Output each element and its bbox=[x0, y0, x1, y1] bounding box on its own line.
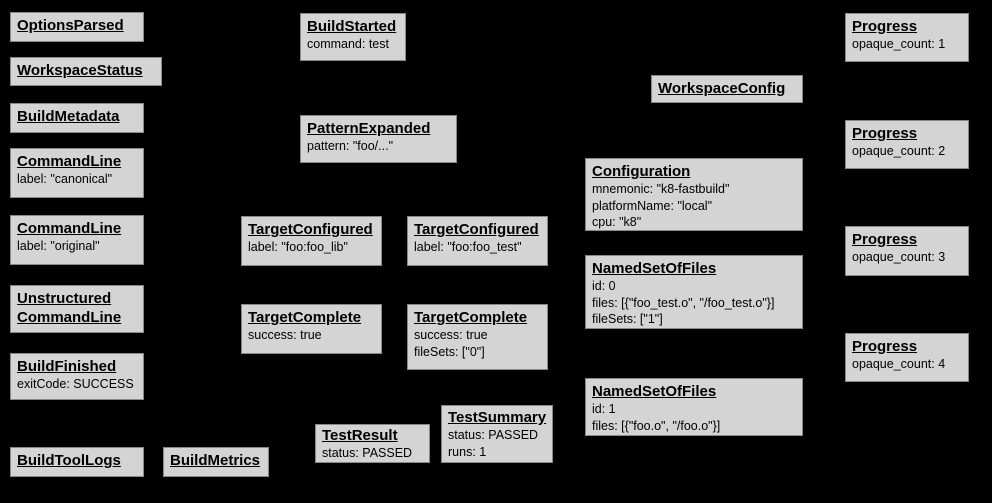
event-field: runs: 1 bbox=[448, 444, 487, 459]
event-field: opaque_count: 4 bbox=[852, 357, 946, 371]
event-progress-2: Progress opaque_count: 2 bbox=[845, 120, 969, 169]
event-field: opaque_count: 1 bbox=[852, 37, 946, 51]
event-target-complete-lib: TargetComplete success: true bbox=[241, 304, 382, 354]
event-progress-4: Progress opaque_count: 4 bbox=[845, 333, 969, 382]
event-field: success: true bbox=[414, 328, 488, 342]
event-field: id: 0 bbox=[592, 279, 616, 293]
event-title: Configuration bbox=[592, 163, 691, 180]
event-named-set-of-files-1: NamedSetOfFiles id: 1 files: [{"foo.o", … bbox=[585, 378, 803, 436]
event-title: TargetConfigured bbox=[248, 221, 373, 238]
event-field: opaque_count: 2 bbox=[852, 144, 946, 158]
event-progress-1: Progress opaque_count: 1 bbox=[845, 13, 969, 62]
event-field: label: "original" bbox=[17, 239, 100, 253]
event-field: mnemonic: "k8-fastbuild" bbox=[592, 182, 730, 196]
event-unstructured-command-line: Unstructured CommandLine bbox=[10, 285, 144, 333]
event-field: fileSets: ["0"] bbox=[414, 344, 485, 359]
event-title: WorkspaceConfig bbox=[658, 80, 786, 97]
event-title: PatternExpanded bbox=[307, 120, 431, 137]
event-title: BuildFinished bbox=[17, 358, 117, 375]
event-title: OptionsParsed bbox=[17, 17, 124, 34]
event-title: Unstructured bbox=[17, 290, 112, 307]
event-build-metadata: BuildMetadata bbox=[10, 103, 144, 133]
event-test-summary: TestSummary status: PASSED runs: 1 bbox=[441, 405, 553, 463]
event-field: status: PASSED bbox=[322, 446, 413, 460]
event-pattern-expanded: PatternExpanded pattern: "foo/..." bbox=[300, 115, 457, 163]
event-field: command: test bbox=[307, 37, 389, 51]
event-title: WorkspaceStatus bbox=[17, 62, 143, 79]
event-title: Progress bbox=[852, 338, 918, 355]
event-field: id: 1 bbox=[592, 402, 616, 416]
event-build-started: BuildStarted command: test bbox=[300, 13, 406, 61]
event-title: CommandLine bbox=[17, 309, 122, 326]
event-options-parsed: OptionsParsed bbox=[10, 12, 144, 42]
event-command-line-canonical: CommandLine label: "canonical" bbox=[10, 148, 144, 198]
event-field: label: "foo:foo_lib" bbox=[248, 240, 348, 254]
event-configuration: Configuration mnemonic: "k8-fastbuild" p… bbox=[585, 158, 803, 231]
event-target-configured-lib: TargetConfigured label: "foo:foo_lib" bbox=[241, 216, 382, 266]
event-build-tool-logs: BuildToolLogs bbox=[10, 447, 144, 477]
event-field: files: [{"foo_test.o", "/foo_test.o"}] bbox=[592, 295, 775, 310]
event-build-metrics: BuildMetrics bbox=[163, 447, 269, 477]
event-title: TargetComplete bbox=[248, 309, 362, 326]
event-workspace-config: WorkspaceConfig bbox=[651, 75, 803, 103]
event-title: NamedSetOfFiles bbox=[592, 260, 717, 277]
event-title: BuildMetadata bbox=[17, 108, 120, 125]
event-field: fileSets: ["1"] bbox=[592, 312, 663, 326]
event-field: success: true bbox=[248, 328, 322, 342]
event-field: platformName: "local" bbox=[592, 198, 713, 213]
event-field: files: [{"foo.o", "/foo.o"}] bbox=[592, 418, 721, 433]
event-title: BuildToolLogs bbox=[17, 452, 121, 469]
event-title: BuildStarted bbox=[307, 18, 397, 35]
event-command-line-original: CommandLine label: "original" bbox=[10, 215, 144, 265]
event-title: CommandLine bbox=[17, 153, 122, 170]
event-progress-3: Progress opaque_count: 3 bbox=[845, 226, 969, 276]
event-title: TargetComplete bbox=[414, 309, 528, 326]
event-target-configured-test: TargetConfigured label: "foo:foo_test" bbox=[407, 216, 548, 266]
event-title: TestSummary bbox=[448, 409, 547, 426]
event-field: status: PASSED bbox=[448, 428, 539, 442]
event-title: CommandLine bbox=[17, 220, 122, 237]
event-title: NamedSetOfFiles bbox=[592, 383, 717, 400]
event-workspace-status: WorkspaceStatus bbox=[10, 57, 162, 86]
event-build-finished: BuildFinished exitCode: SUCCESS bbox=[10, 353, 144, 400]
event-field: label: "foo:foo_test" bbox=[414, 240, 522, 254]
event-title: Progress bbox=[852, 125, 918, 142]
event-title: TestResult bbox=[322, 427, 398, 444]
event-title: BuildMetrics bbox=[170, 452, 261, 469]
event-title: TargetConfigured bbox=[414, 221, 539, 238]
event-named-set-of-files-0: NamedSetOfFiles id: 0 files: [{"foo_test… bbox=[585, 255, 803, 329]
event-title: Progress bbox=[852, 18, 918, 35]
event-field: exitCode: SUCCESS bbox=[17, 377, 134, 391]
event-target-complete-test: TargetComplete success: true fileSets: [… bbox=[407, 304, 548, 370]
event-title: Progress bbox=[852, 231, 918, 248]
event-field: pattern: "foo/..." bbox=[307, 139, 394, 153]
event-field: opaque_count: 3 bbox=[852, 250, 946, 264]
event-test-result: TestResult status: PASSED bbox=[315, 424, 430, 463]
event-field: cpu: "k8" bbox=[592, 215, 642, 229]
event-field: label: "canonical" bbox=[17, 172, 113, 186]
